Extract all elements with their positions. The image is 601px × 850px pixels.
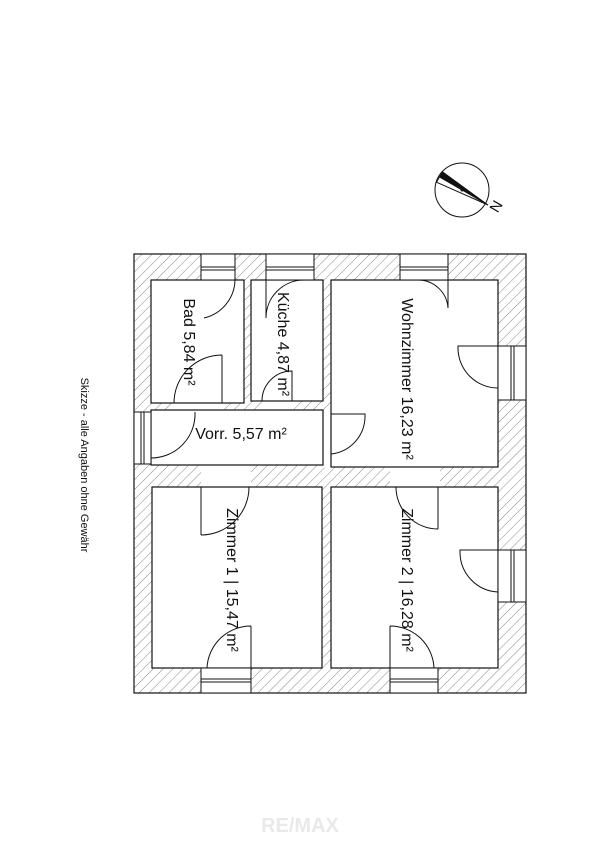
room-label-kueche: Küche 4,87 m² [274,292,291,397]
room-label-bad: Bad 5,84 m² [180,298,197,386]
room-label-vorraum: Vorr. 5,57 m² [195,426,287,443]
window-wohnzimmer-top [399,253,449,281]
door-swing-zimmer2 [395,486,439,530]
door-swing-zimmer2-bottom [389,625,435,669]
walls [133,253,527,694]
compass-letter: N [486,198,506,216]
door-swing-zimmer1-bottom [204,625,252,669]
room-label-zimmer2: Zimmer 2 | 16,28 m² [398,508,415,652]
window-zimmer2-right [497,549,527,603]
room-labels: Bad 5,84 m² Küche 4,87 m² Wohnzimmer 16,… [180,292,415,653]
disclaimer-text: Skizze - alle Angaben ohne Gewähr [78,378,90,553]
doors [150,279,499,669]
north-arrow-icon [434,162,490,218]
door-swing-bad [173,354,223,404]
door-swing-kueche-window [265,279,305,319]
window-zimmer1-bottom [200,667,252,694]
watermark-logo: RE/MAX [261,815,339,837]
door-swing-vorraum-left [150,411,196,459]
room-label-zimmer1: Zimmer 1 | 15,47 m² [223,508,240,652]
door-swing-entrance [330,413,366,455]
window-zimmer2-bottom [389,667,439,694]
door-swing-wohnzimmer-window [417,279,449,309]
door-swing-zimmer1 [200,486,250,536]
windows [133,253,527,694]
window-wohnzimmer-right [497,345,527,401]
window-bad [200,253,236,281]
bad-outline [150,279,245,404]
door-swing-wohnzimmer-right [457,345,499,389]
window-vorraum-left [133,411,152,465]
room-label-wohnzimmer: Wohnzimmer 16,23 m² [398,298,415,460]
door-swing-bad-window [203,279,243,319]
window-kueche [265,253,315,281]
door-swing-zimmer2-right [459,549,499,593]
door-swing-kueche [261,370,293,402]
